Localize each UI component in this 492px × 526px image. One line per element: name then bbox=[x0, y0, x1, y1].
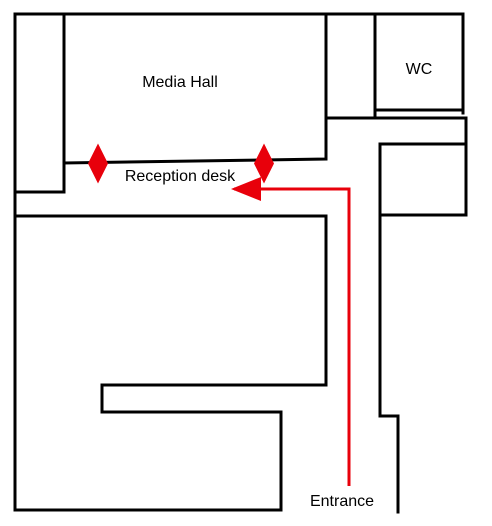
reception-desk-label: Reception desk bbox=[125, 168, 236, 185]
outer-walls bbox=[13, 12, 465, 512]
media-hall-wall bbox=[62, 12, 328, 165]
left-room-wall bbox=[13, 12, 66, 194]
service-room-wall bbox=[324, 12, 377, 120]
right-side-wall-upper bbox=[354, 116, 468, 146]
route-arrow bbox=[231, 177, 351, 486]
right-room-wall bbox=[378, 142, 468, 217]
outer-wall-bottom-left bbox=[13, 214, 328, 512]
entrance-label: Entrance bbox=[310, 493, 374, 510]
right-corridor-wall bbox=[378, 213, 400, 514]
media-hall-label: Media Hall bbox=[142, 74, 218, 91]
wc-label: WC bbox=[406, 61, 433, 78]
outer-wall-top-left bbox=[13, 12, 465, 115]
